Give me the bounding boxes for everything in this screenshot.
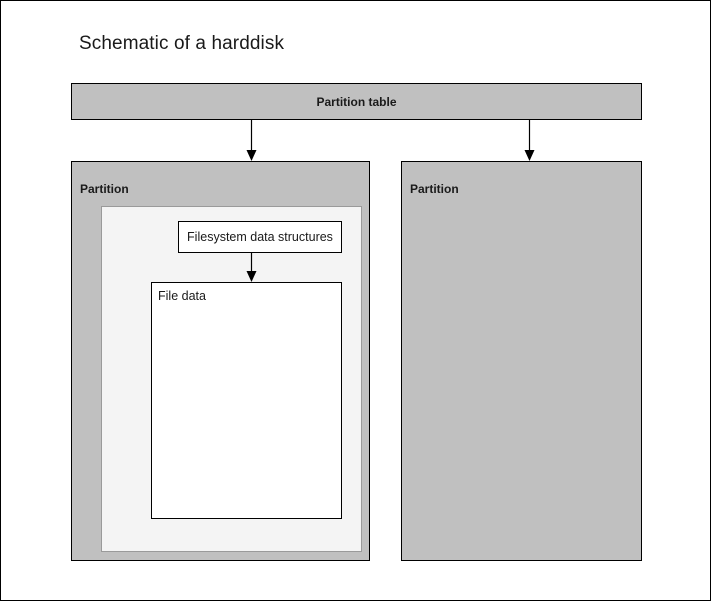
arrow-partition-table-to-partition-1 bbox=[246, 119, 257, 161]
partition-table-box[interactable]: Partition table bbox=[71, 83, 642, 120]
file-data-label: File data bbox=[158, 289, 206, 303]
partition-label-2: Partition bbox=[410, 182, 459, 196]
arrow-partition-table-to-partition-2 bbox=[524, 119, 535, 161]
partition-box-2[interactable]: Partition bbox=[401, 161, 642, 561]
file-data-box[interactable]: File data bbox=[151, 282, 342, 519]
filesystem-data-structures-box[interactable]: Filesystem data structures bbox=[178, 221, 342, 253]
partition-table-label: Partition table bbox=[316, 94, 397, 109]
partition-label-1: Partition bbox=[80, 182, 129, 196]
page-title: Schematic of a harddisk bbox=[79, 33, 285, 54]
filesystem-data-structures-label: Filesystem data structures bbox=[187, 230, 333, 244]
arrow-filesystem-structures-to-file-data bbox=[246, 253, 257, 282]
